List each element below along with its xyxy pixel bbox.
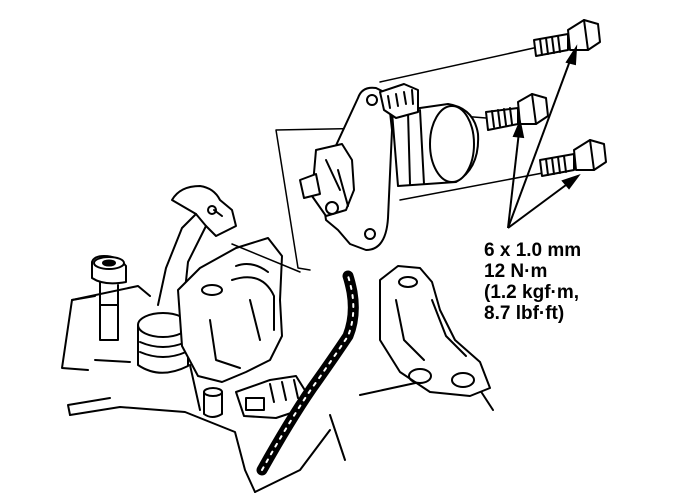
bolt-size-text: 6 x 1.0 mm	[484, 240, 582, 261]
vacuum-nipple	[91, 255, 127, 341]
leader-arrows	[507, 44, 581, 229]
engine-casting	[61, 285, 494, 493]
mounting-clip	[157, 185, 237, 306]
actuator-assembly	[299, 83, 480, 251]
flange-bolt-top	[533, 19, 601, 57]
flange-bolt-middle	[485, 93, 549, 131]
torque-spec-label: 6 x 1.0 mm 12 N·m (1.2 kgf·m, 8.7 lbf·ft…	[484, 240, 680, 324]
torque-kgfm-text: (1.2 kgf·m,	[484, 282, 580, 303]
locating-peg	[203, 387, 223, 418]
throttle-body-boss	[177, 237, 283, 383]
support-bracket	[379, 265, 491, 397]
torque-nm-text: 12 N·m	[484, 261, 548, 282]
wire-harness	[256, 270, 359, 476]
torque-lbfft-text: 8.7 lbf·ft)	[484, 303, 565, 324]
flange-bolt-bottom	[539, 139, 607, 177]
